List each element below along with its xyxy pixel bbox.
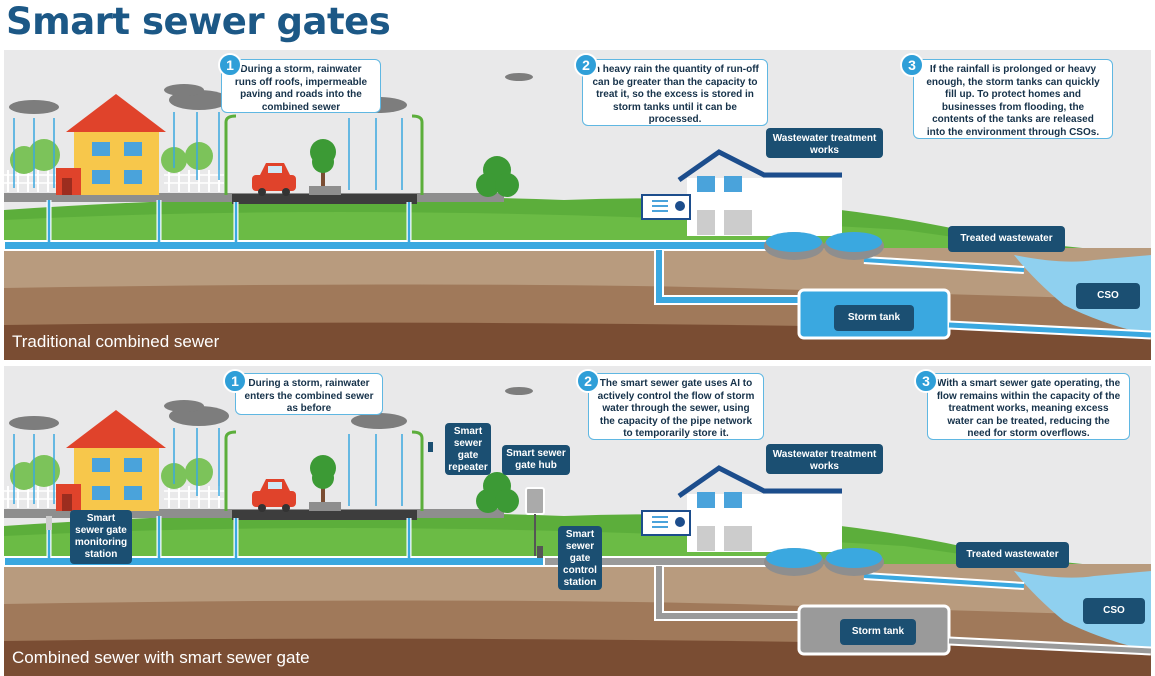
- callout-1-text: During a storm, rainwater enters the com…: [244, 378, 374, 414]
- callout-1-text: During a storm, rainwater runs off roofs…: [234, 64, 368, 113]
- callout-3-text: With a smart sewer gate operating, the f…: [936, 378, 1121, 439]
- step-1-badge: 1: [218, 53, 242, 77]
- label-wastewater-treatment-works: Wastewater treatment works: [766, 128, 883, 158]
- step-3-badge: 3: [900, 53, 924, 77]
- rain: [13, 112, 403, 190]
- callout-2-text: In heavy rain the quantity of run-off ca…: [591, 64, 759, 125]
- panel-caption: Combined sewer with smart sewer gate: [12, 648, 310, 667]
- panel-caption: Traditional combined sewer: [12, 332, 220, 351]
- car: [252, 163, 296, 196]
- tree: [309, 139, 341, 195]
- scene-illustration: [4, 366, 1151, 676]
- label-treated-wastewater: Treated wastewater: [956, 542, 1069, 568]
- label-storm-tank: Storm tank: [834, 305, 914, 331]
- label-cso: CSO: [1076, 283, 1140, 309]
- sewer-pipe: [4, 240, 785, 251]
- label-storm-tank: Storm tank: [840, 619, 916, 645]
- sea: [1014, 571, 1151, 651]
- callout-2: In heavy rain the quantity of run-off ca…: [582, 59, 768, 126]
- label-smart-sewer-gate-repeater: Smart sewer gate repeater: [445, 423, 491, 475]
- step-2-badge: 2: [574, 53, 598, 77]
- callout-1: During a storm, rainwater runs off roofs…: [221, 59, 381, 113]
- callout-3: With a smart sewer gate operating, the f…: [927, 373, 1130, 440]
- label-smart-sewer-gate-control-station: Smart sewer gate control station: [558, 526, 602, 590]
- rain: [13, 428, 403, 506]
- page-title: Smart sewer gates: [6, 0, 391, 43]
- step-1-badge: 1: [223, 369, 247, 393]
- clouds: [9, 387, 533, 430]
- treatment-works: [641, 149, 884, 260]
- label-smart-sewer-gate-monitoring-station: Smart sewer gate monitoring station: [70, 510, 132, 564]
- callout-1: During a storm, rainwater enters the com…: [235, 373, 383, 415]
- smart-devices: [46, 442, 545, 558]
- step-2-badge: 2: [576, 369, 600, 393]
- big-tree: [476, 156, 519, 197]
- car: [252, 479, 296, 512]
- callout-2-text: The smart sewer gate uses AI to actively…: [597, 378, 755, 439]
- label-treated-wastewater: Treated wastewater: [948, 226, 1065, 252]
- label-smart-sewer-gate-hub: Smart sewer gate hub: [502, 445, 570, 475]
- tree: [309, 455, 341, 511]
- panel-traditional-combined-sewer: During a storm, rainwater runs off roofs…: [4, 50, 1151, 360]
- house: [56, 94, 166, 195]
- big-tree: [476, 472, 519, 513]
- house: [56, 410, 166, 511]
- label-wastewater-treatment-works: Wastewater treatment works: [766, 444, 883, 474]
- callout-2: The smart sewer gate uses AI to actively…: [588, 373, 764, 440]
- callout-3-text: If the rainfall is prolonged or heavy en…: [926, 64, 1100, 138]
- label-cso: CSO: [1083, 598, 1145, 624]
- callout-3: If the rainfall is prolonged or heavy en…: [913, 59, 1113, 139]
- step-3-badge: 3: [914, 369, 938, 393]
- panel-smart-sewer-gate: During a storm, rainwater enters the com…: [4, 366, 1151, 676]
- treatment-works: [641, 465, 884, 576]
